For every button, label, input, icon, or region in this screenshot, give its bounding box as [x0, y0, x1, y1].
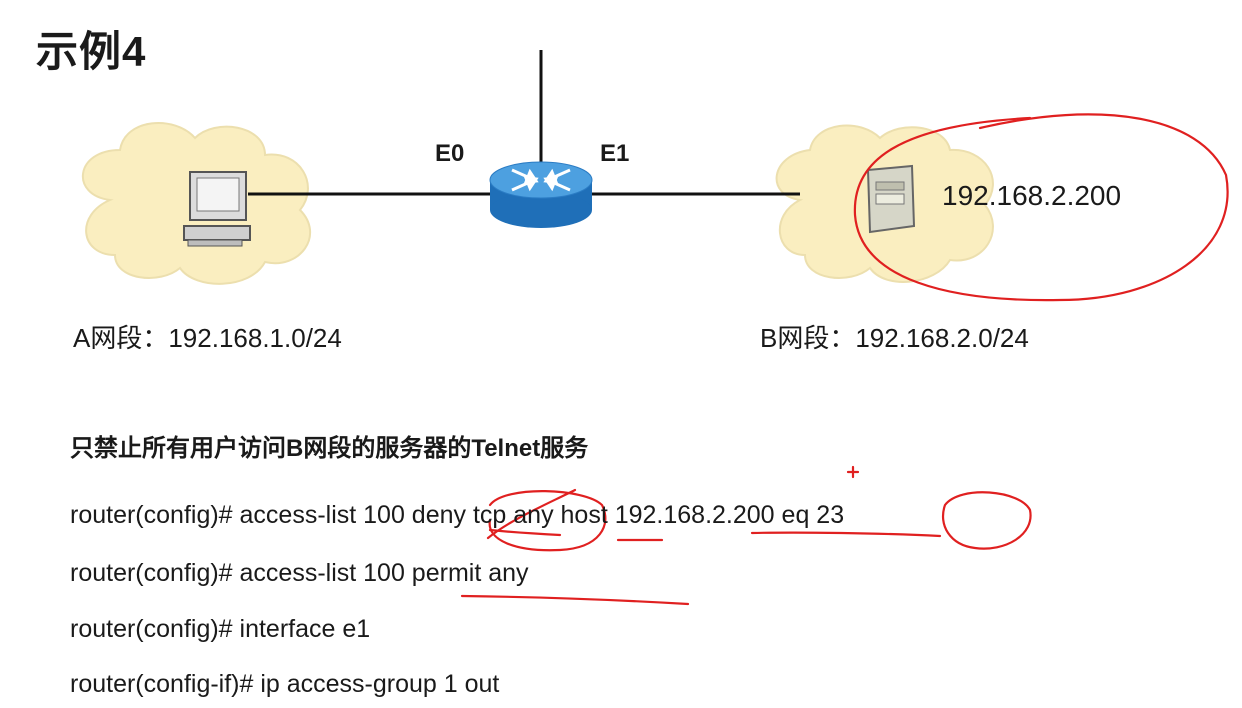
- pc-icon: [183, 171, 251, 247]
- server-ip-label: 192.168.2.200: [942, 180, 1122, 211]
- command-line-4: router(config-if)# ip access-group 1 out: [70, 670, 500, 698]
- server-circle-annotation: [853, 113, 1229, 302]
- ip-underline-annotation: [750, 531, 942, 538]
- eq23-circle-annotation: [941, 491, 1032, 550]
- command-line-1: router(config)# access-list 100 deny tcp…: [70, 501, 845, 529]
- command-line-3: router(config)# interface e1: [70, 615, 371, 643]
- router-icon: [489, 161, 593, 228]
- command-line-2: router(config)# access-list 100 permit a…: [70, 559, 529, 587]
- segment-a-label: A网段：192.168.1.0/24: [73, 323, 342, 353]
- deny-underline-annotation: [488, 528, 562, 537]
- annotation-marks: [460, 113, 1229, 606]
- section-heading: 只禁止所有用户访问B网段的服务器的Telnet服务: [70, 435, 589, 462]
- deny-tcp-circle-annotation: [488, 490, 607, 552]
- port-e0-label: E0: [435, 140, 465, 167]
- cursor-plus-annotation: [846, 465, 860, 479]
- port-e1-label: E1: [600, 140, 630, 167]
- page-title: 示例4: [36, 28, 147, 75]
- permit-underline-annotation: [460, 594, 690, 606]
- deny-cross-annotation: [486, 488, 577, 540]
- server-icon: [866, 164, 916, 234]
- segment-b-label: B网段：192.168.2.0/24: [760, 323, 1029, 353]
